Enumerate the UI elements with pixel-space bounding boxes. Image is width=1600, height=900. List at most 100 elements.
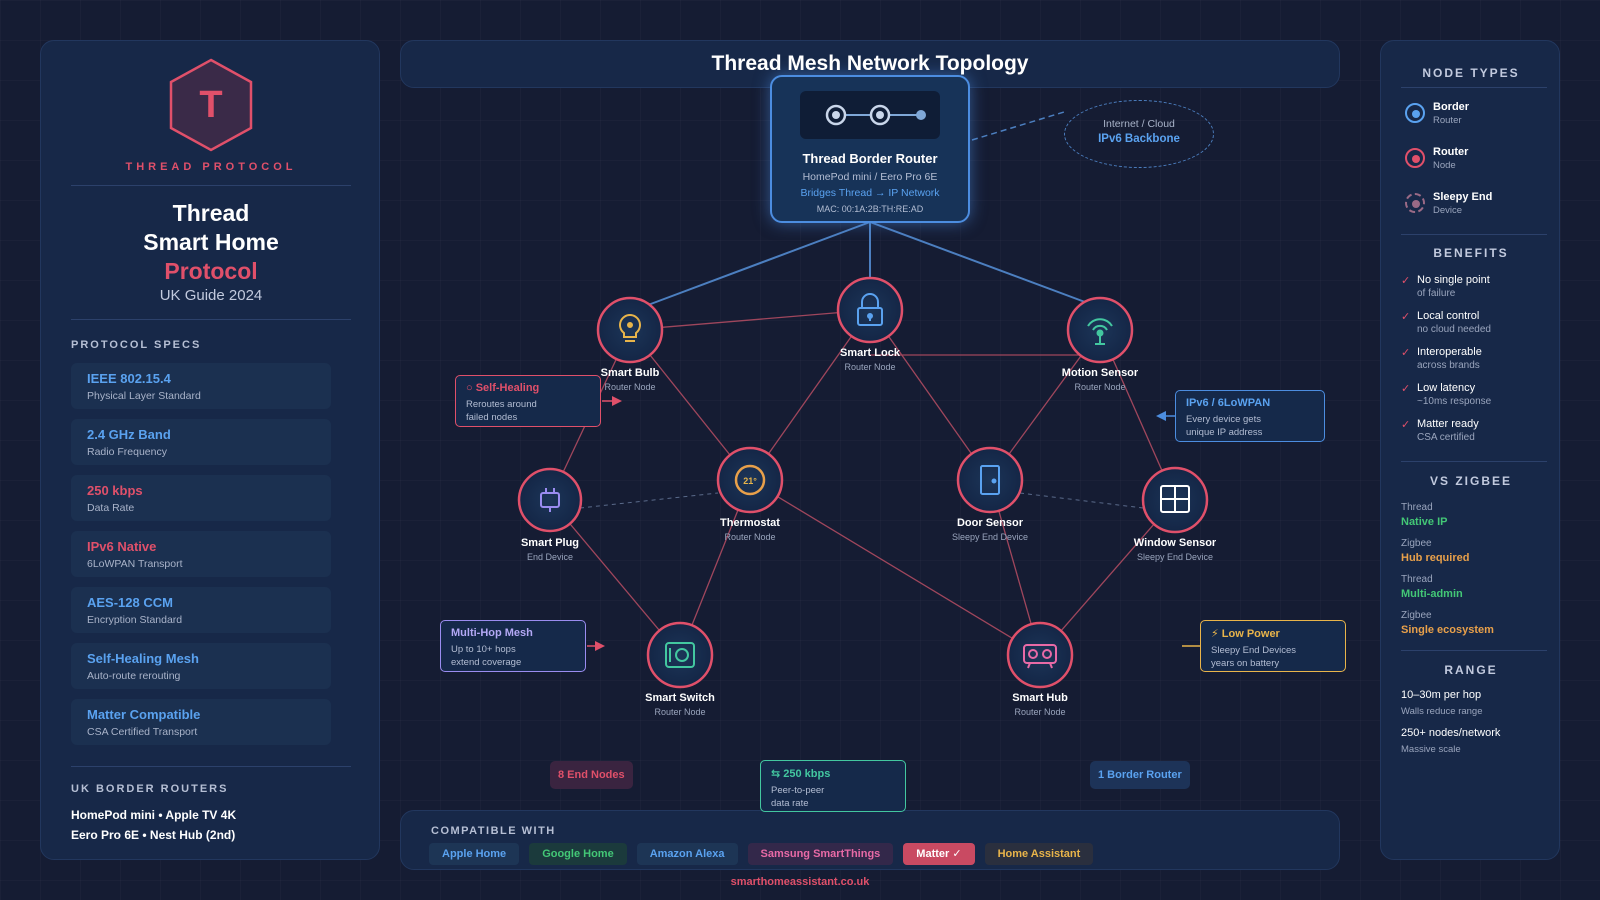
check-icon: ✓	[1401, 419, 1411, 431]
router-node-legend-icon	[1405, 148, 1425, 168]
spec-value: IPv6 Native	[87, 539, 157, 554]
node-type: Router Node	[724, 532, 775, 542]
benefit-main: Interoperable	[1417, 346, 1482, 358]
border-router-count-tag: 1 Border Router	[1090, 761, 1190, 789]
callout-title: IPv6 / 6LoWPAN	[1186, 397, 1271, 409]
border-router-card[interactable]: Thread Border Router HomePod mini / Eero…	[770, 75, 970, 223]
node-name: Motion Sensor	[1062, 367, 1139, 379]
node-name: Smart Lock	[840, 347, 901, 359]
node-name: Smart Hub	[1012, 692, 1068, 704]
brand-label: THREAD PROTOCOL	[125, 161, 297, 173]
link-br-bulb	[647, 221, 871, 306]
router-chip-icon	[800, 91, 940, 139]
node-type: Router Node	[654, 707, 705, 717]
node-smart-switch[interactable]: Smart Switch Router Node	[645, 621, 715, 717]
link-thermo-hub	[749, 479, 1041, 656]
end-nodes-tag: 8 End Nodes	[550, 761, 633, 789]
callout-text: Peer-to-peer data rate	[771, 784, 895, 810]
node-smart-plug[interactable]: Smart Plug End Device	[517, 467, 583, 562]
link-door-window-dashed	[1019, 492, 1144, 509]
legend-name: Sleepy End	[1433, 191, 1493, 203]
legend-name: Border	[1433, 101, 1470, 113]
compat-samsung-smartthings[interactable]: Samsung SmartThings	[747, 843, 894, 865]
check-icon: ✓	[1401, 275, 1411, 287]
compat-apple-home[interactable]: Apple Home	[429, 843, 520, 865]
page-title: Thread Smart Home Protocol	[41, 199, 381, 286]
vs-value: Hub required	[1401, 552, 1470, 564]
link-lock-thermo	[749, 309, 871, 481]
node-smart-lock[interactable]: Smart Lock Router Node	[836, 276, 904, 372]
node-motion-sensor[interactable]: Motion Sensor Router Node	[1062, 296, 1139, 392]
node-window-sensor[interactable]: Window Sensor Sleepy End Device	[1134, 466, 1217, 562]
ipv6-arrow-head	[1156, 411, 1166, 421]
vs-label: Thread	[1401, 574, 1433, 585]
range-main: 250+ nodes/network	[1401, 727, 1501, 739]
spec-value: 250 kbps	[87, 483, 143, 498]
callout-title: Multi-Hop Mesh	[451, 627, 533, 639]
check-icon: ✓	[1401, 347, 1411, 359]
hub-icon	[1023, 644, 1057, 669]
thermostat-icon: 21°	[734, 464, 766, 496]
callout-line: Peer-to-peer	[771, 785, 825, 796]
divider	[1401, 650, 1547, 651]
thread-hexagon-logo-icon: T	[169, 58, 253, 152]
spec-value: AES-128 CCM	[87, 595, 173, 610]
benefit-sub: CSA certified	[1417, 432, 1475, 443]
plug-icon	[540, 488, 560, 512]
node-smart-hub[interactable]: Smart Hub Router Node	[1006, 621, 1074, 717]
link-plug-switch	[549, 499, 681, 656]
spec-label: Auto-route rerouting	[87, 670, 181, 682]
compatibility-bar: COMPATIBLE WITH Apple Home Google Home A…	[400, 810, 1340, 870]
callout-line: unique IP address	[1186, 427, 1263, 438]
motion-sensor-icon	[1087, 318, 1113, 345]
diagram-title: Thread Mesh Network Topology	[711, 52, 1029, 75]
link-cloud	[971, 111, 1065, 141]
compat-google-home[interactable]: Google Home	[529, 843, 627, 865]
spec-value: Self-Healing Mesh	[87, 651, 199, 666]
node-types-title: NODE TYPES	[1422, 66, 1520, 80]
benefit-sub: of failure	[1417, 288, 1456, 299]
uk-routers-list: HomePod mini • Apple TV 4K Eero Pro 6E •…	[71, 805, 236, 845]
window-icon	[1160, 485, 1190, 513]
node-smart-bulb[interactable]: Smart Bulb Router Node	[596, 296, 664, 392]
internet-cloud: Internet / Cloud IPv6 Backbone	[1064, 100, 1214, 168]
compat-matter[interactable]: Matter ✓	[903, 843, 975, 865]
node-name: Door Sensor	[957, 517, 1024, 529]
guide-subtitle: UK Guide 2024	[159, 287, 263, 304]
node-type: Router Node	[604, 382, 655, 392]
compat-home-assistant[interactable]: Home Assistant	[984, 843, 1094, 865]
compat-title: COMPATIBLE WITH	[431, 825, 556, 837]
callout-line: failed nodes	[466, 412, 518, 423]
vs-label: Zigbee	[1401, 610, 1432, 621]
vs-value: Native IP	[1401, 516, 1448, 528]
legend-sub: Node	[1433, 160, 1456, 171]
callout-title: ○ Self-Healing	[466, 382, 540, 394]
node-door-sensor[interactable]: Door Sensor Sleepy End Device	[952, 446, 1028, 542]
door-icon	[980, 465, 1000, 495]
footer-website[interactable]: smarthomeassistant.co.uk	[730, 876, 870, 888]
benefit-sub: no cloud needed	[1417, 324, 1491, 335]
divider	[71, 185, 351, 186]
callout-line: data rate	[771, 798, 809, 809]
specs-title: PROTOCOL SPECS	[71, 339, 202, 351]
link-lock-door	[869, 309, 991, 481]
spec-label: Physical Layer Standard	[87, 390, 201, 402]
border-router-devices: HomePod mini / Eero Pro 6E	[802, 171, 938, 183]
node-name: Thermostat	[720, 517, 780, 529]
uk-routers-title: UK BORDER ROUTERS	[71, 783, 229, 795]
benefit-main: Matter ready	[1417, 418, 1479, 430]
node-type: End Device	[527, 552, 573, 562]
node-thermostat[interactable]: 21° Thermostat Router Node	[716, 446, 784, 542]
compat-amazon-alexa[interactable]: Amazon Alexa	[636, 843, 738, 865]
self-healing-arrow-head	[612, 396, 622, 406]
link-plug-thermo-dashed	[579, 492, 719, 509]
